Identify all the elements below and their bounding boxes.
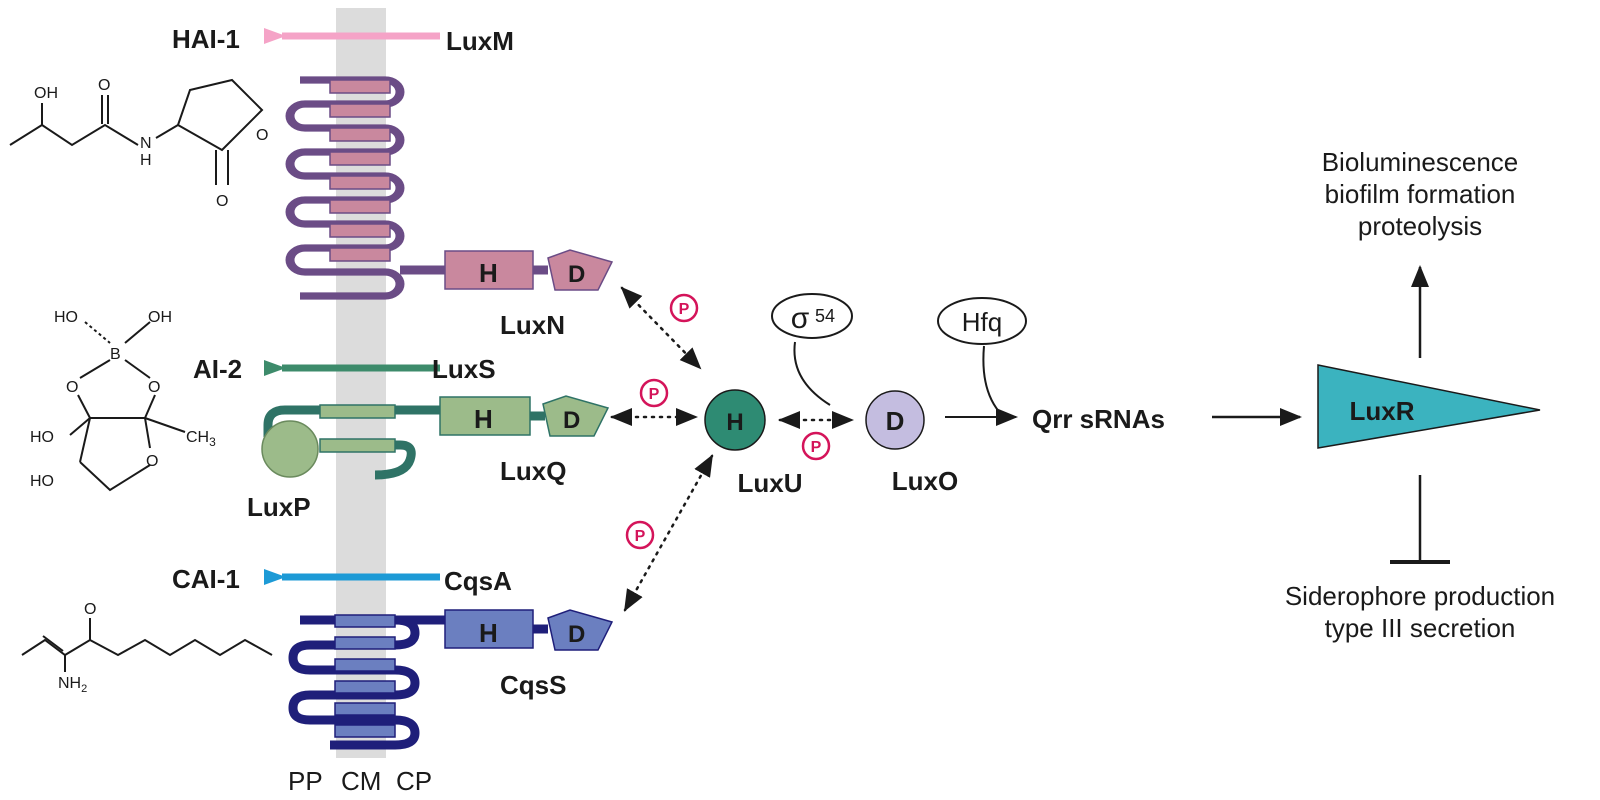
hai1-structure (9, 78, 264, 185)
ai2-ch3: CH3 (186, 429, 216, 449)
hfq-label: Hfq (962, 307, 1002, 337)
ai2-ho1: HO (54, 309, 78, 326)
cqss-h-label: H (479, 618, 498, 648)
cqss-d-label: D (568, 621, 585, 648)
luxo-label: LuxO (892, 466, 958, 496)
luxo-d-label: D (886, 406, 905, 436)
luxs-label: LuxS (432, 354, 496, 384)
qrr-label: Qrr sRNAs (1032, 404, 1165, 434)
hai1-h: H (140, 152, 152, 169)
sigma-symbol: σ (791, 302, 810, 335)
luxo-node (865, 390, 925, 450)
luxq-label: LuxQ (500, 456, 566, 486)
hfq-node (937, 297, 1027, 345)
luxn-receptor (285, 76, 614, 300)
ai2-label: AI-2 (193, 354, 242, 384)
cai1-nh2: NH2 (58, 675, 87, 695)
phospho-badge-cqss: P (625, 520, 655, 550)
phospho-badge-luxu: P (801, 431, 831, 461)
svg-text:P: P (649, 386, 660, 403)
phospho-badge-luxn: P (669, 293, 699, 323)
ai2-ho2: HO (30, 429, 54, 446)
ai2-structure (69, 321, 186, 492)
hai1-ring-o: O (256, 127, 268, 144)
output-siderophore: Siderophore production (1285, 581, 1555, 611)
svg-text:P: P (811, 439, 822, 456)
ai2-o-right: O (148, 379, 160, 396)
output-proteolysis: proteolysis (1358, 211, 1482, 241)
sigma54-node (771, 293, 853, 339)
luxm-label: LuxM (446, 26, 514, 56)
sigma54-arrow (793, 341, 831, 406)
cai1-o: O (84, 601, 96, 618)
ai2-oh1: OH (148, 309, 172, 326)
luxu-label: LuxU (738, 468, 803, 498)
membrane-cm-label: CM (341, 766, 381, 796)
cqss-receptor (288, 609, 614, 750)
luxu-node (704, 389, 766, 451)
luxn-label: LuxN (500, 310, 565, 340)
cai1-structure (21, 618, 273, 672)
membrane-pp-label: PP (288, 766, 323, 796)
phospho-badge-luxq: P (639, 378, 669, 408)
svg-text:P: P (679, 301, 690, 318)
luxn-luxu-relay (620, 286, 702, 370)
cqss-label: CqsS (500, 670, 566, 700)
ai2-o-ring: O (146, 453, 158, 470)
svg-text:P: P (635, 528, 646, 545)
hfq-arrow (982, 345, 1003, 416)
cai1-label: CAI-1 (172, 564, 240, 594)
ai2-o-left: O (66, 379, 78, 396)
luxn-d-label: D (568, 261, 585, 288)
hai1-o1: O (98, 77, 110, 94)
cqsa-label: CqsA (444, 566, 512, 596)
hai1-keto-o: O (216, 193, 228, 210)
sigma-number: 54 (815, 306, 835, 326)
hai1-oh: OH (34, 85, 58, 102)
luxr-label: LuxR (1350, 396, 1415, 426)
luxq-d-label: D (563, 407, 580, 434)
luxu-h-label: H (726, 409, 743, 436)
ai2-ho3: HO (30, 473, 54, 490)
luxr-wedge (1317, 364, 1541, 449)
cqss-luxu-relay (623, 454, 714, 612)
hai1-label: HAI-1 (172, 24, 240, 54)
membrane-cp-label: CP (396, 766, 432, 796)
luxq-h-label: H (474, 404, 493, 434)
output-biofilm: biofilm formation (1325, 179, 1516, 209)
hai1-n: N (140, 135, 152, 152)
output-bioluminescence: Bioluminescence (1322, 147, 1519, 177)
ai2-b: B (110, 346, 121, 363)
luxq-receptor (261, 395, 610, 480)
luxn-h-label: H (479, 258, 498, 288)
output-type3: type III secretion (1325, 613, 1516, 643)
luxp-label: LuxP (247, 492, 311, 522)
